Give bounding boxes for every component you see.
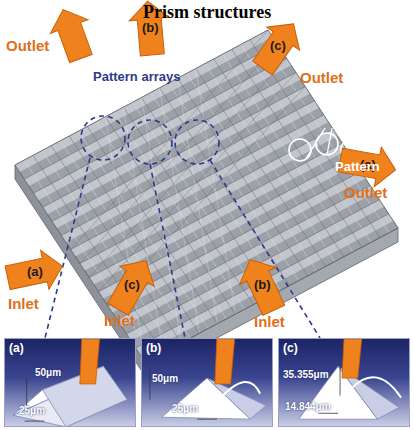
arrow-tag: (c) [124,278,140,292]
flow-arrow [44,3,99,66]
inlet-label: Inlet [104,313,135,330]
arrow-tag: (c) [270,39,286,53]
dimension-label: 25μm [19,405,45,416]
flow-arrow [232,251,292,319]
arrow-tag: (b) [254,278,271,292]
inlet-label: Inlet [8,296,39,313]
title: Prism structures [143,3,271,23]
flow-arrow [3,247,66,298]
dimension-label: 35.355μm [283,369,329,380]
prism-sketch [279,339,409,426]
dimension-label: 14.844μm [285,401,331,412]
dimension-label: 50μm [35,367,61,378]
pattern-label: Pattern [335,160,380,174]
dimension-label: 25μm [172,403,198,414]
inset-panel: (a) 50μm 25μm [4,338,136,427]
outlet-label: Outlet [300,70,343,87]
arrow-tag: (a) [27,265,43,279]
inlet-label: Inlet [254,314,285,331]
panel-tag: (b) [146,342,161,355]
arrow-tag: (b) [142,21,159,35]
outlet-label: Outlet [344,185,387,202]
inset-panel: (c) 35.355μm 14.844μm [278,338,410,427]
region-label: Pattern arrays [93,70,180,84]
flow-arrow [101,251,164,319]
inset-panel: (b) 50μm 25μm [141,338,273,427]
dimension-label: 50μm [152,373,178,384]
outlet-label: Outlet [6,38,49,55]
panel-tag: (c) [283,342,298,355]
panel-tag: (a) [9,342,24,355]
